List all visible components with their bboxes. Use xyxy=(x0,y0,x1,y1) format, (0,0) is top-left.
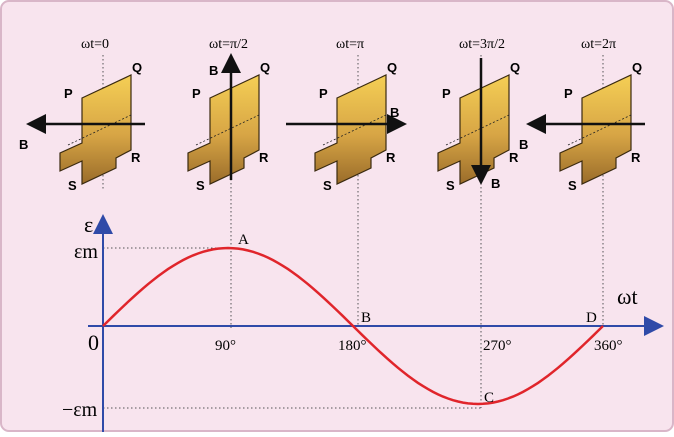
tick-label-360: 360° xyxy=(594,338,623,354)
corner-label-r: R xyxy=(259,150,269,165)
origin-label: 0 xyxy=(88,330,99,355)
x-axis-label: ωt xyxy=(617,284,638,309)
corner-label-s: S xyxy=(568,178,577,193)
corner-label-q: Q xyxy=(510,60,520,75)
corner-label-r: R xyxy=(509,150,519,165)
phase-label: ωt=π xyxy=(336,37,364,52)
field-label: B xyxy=(519,137,528,152)
corner-label-q: Q xyxy=(260,60,270,75)
point-label-b: B xyxy=(361,310,371,326)
point-label-a: A xyxy=(238,232,249,248)
corner-label-p: P xyxy=(442,86,451,101)
tick-label-90: 90° xyxy=(215,338,236,354)
coil-plate xyxy=(187,74,260,185)
coil-1: ωt=π/2P Q R S B xyxy=(187,37,270,193)
corner-label-p: P xyxy=(192,86,201,101)
coil-3: ωt=3π/2P Q R S B xyxy=(437,37,520,193)
y-min-label: −εm xyxy=(62,399,98,421)
point-label-d: D xyxy=(586,310,597,326)
corner-label-q: Q xyxy=(132,60,142,75)
corner-label-p: P xyxy=(64,86,73,101)
y-max-label: εm xyxy=(74,241,98,263)
tick-label-180: 180° xyxy=(338,338,367,354)
corner-label-q: Q xyxy=(387,60,397,75)
y-axis-label: ε xyxy=(84,212,93,237)
corner-label-s: S xyxy=(446,178,455,193)
corner-label-r: R xyxy=(631,150,641,165)
corner-label-p: P xyxy=(319,86,328,101)
phase-label: ωt=3π/2 xyxy=(459,37,505,52)
phase-label: ωt=π/2 xyxy=(209,37,248,52)
emf-curve xyxy=(102,246,604,406)
corner-label-r: R xyxy=(131,150,141,165)
corner-label-s: S xyxy=(68,178,77,193)
field-label: B xyxy=(19,137,28,152)
coil-2: ωt=πP Q R S B xyxy=(286,37,407,193)
coil-plate xyxy=(437,74,510,185)
tick-label-270: 270° xyxy=(483,338,512,354)
corner-label-s: S xyxy=(196,178,205,193)
coil-4: ωt=2πP Q R S B xyxy=(519,37,645,193)
corner-label-s: S xyxy=(323,178,332,193)
corner-label-q: Q xyxy=(632,60,642,75)
phase-label: ωt=2π xyxy=(581,37,616,52)
point-label-c: C xyxy=(484,390,494,406)
field-label: B xyxy=(209,63,218,78)
phase-label: ωt=0 xyxy=(81,37,109,52)
field-label: B xyxy=(491,176,500,191)
corner-label-p: P xyxy=(564,86,573,101)
coil-sequence: ωt=0P Q R S Bωt=π/2P Q R S Bωt=πP Q R S Bωt=3π/2P Q R S… xyxy=(19,37,645,193)
field-label: B xyxy=(390,105,399,120)
corner-label-r: R xyxy=(386,150,396,165)
coil-0: ωt=0P Q R S B xyxy=(19,37,145,193)
